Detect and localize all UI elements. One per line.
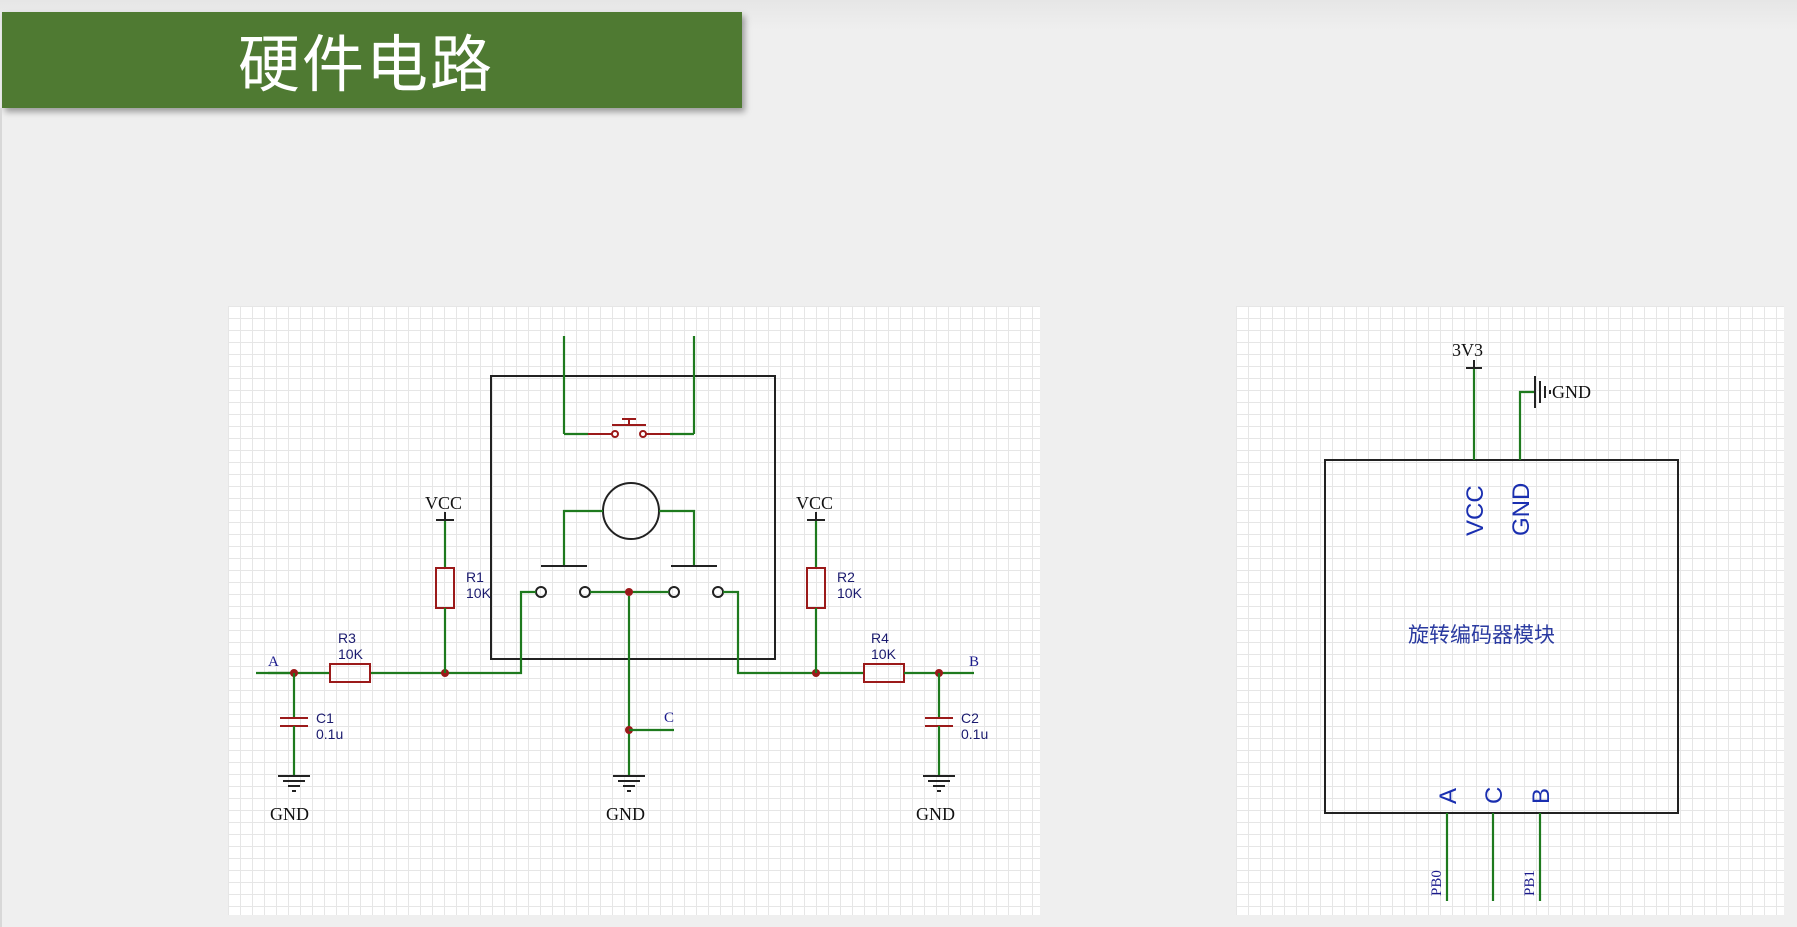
net-label-c: C [664,710,674,726]
junction-c-top [625,588,633,596]
pin-b: B [1528,788,1555,804]
r3-value: 10K [338,646,364,662]
c2-ref: C2 [961,710,979,726]
encoder-module-schematic: 3V3 GND VCC GND 旋转编码器模块 A C B PB0 PB1 [1236,306,1784,915]
r1-value: 10K [466,585,492,601]
pin-vcc: VCC [1462,485,1489,536]
left-edge-rule [0,108,2,927]
gnd-label-c: GND [606,804,645,824]
connection-pb0: PB0 [1429,870,1445,896]
vcc-label-r1: VCC [425,493,462,513]
resistor-r3 [329,663,371,683]
c2-value: 0.1u [961,726,988,742]
r3-ref: R3 [338,630,356,646]
gnd-symbol-c2 [923,775,955,792]
encoder-contacts [535,509,724,598]
pin-a: A [1435,788,1462,804]
encoder-module-drawing: 3V3 GND VCC GND 旋转编码器模块 A C B PB0 PB1 [1324,340,1679,901]
r4-value: 10K [871,646,897,662]
c1-value: 0.1u [316,726,343,742]
slide-title: 硬件电路 [238,28,495,101]
r4-ref: R4 [871,630,889,646]
resistor-r1 [435,567,455,609]
gnd-symbol-module [1534,376,1551,408]
net-label-b: B [969,654,979,670]
gnd-label-module: GND [1552,382,1591,402]
gnd-symbol-c [613,775,645,792]
r1-ref: R1 [466,569,484,585]
resistor-r4 [863,663,905,683]
module-name: 旋转编码器模块 [1408,623,1555,647]
pin-gnd: GND [1508,483,1535,536]
r2-ref: R2 [837,569,855,585]
gnd-label-c1: GND [270,804,309,824]
encoder-circuit-drawing: A B C VCC VCC R1 10K R2 10K R3 10K R4 10… [256,336,988,824]
encoder-body [490,375,776,660]
vcc-label-r2: VCC [796,493,833,513]
module-block [1324,459,1679,814]
supply-label-3v3: 3V3 [1452,340,1483,360]
pin-c: C [1481,787,1508,804]
resistor-r2 [806,567,826,609]
net-label-a: A [268,654,279,670]
encoder-shaft [602,482,660,540]
c1-ref: C1 [316,710,334,726]
encoder-circuit-schematic: A B C VCC VCC R1 10K R2 10K R3 10K R4 10… [228,306,1040,915]
connection-pb1: PB1 [1522,870,1538,896]
gnd-symbol-c1 [278,775,310,792]
r2-value: 10K [837,585,863,601]
gnd-label-c2: GND [916,804,955,824]
push-button-switch [562,336,696,438]
title-banner: 硬件电路 [2,12,742,108]
